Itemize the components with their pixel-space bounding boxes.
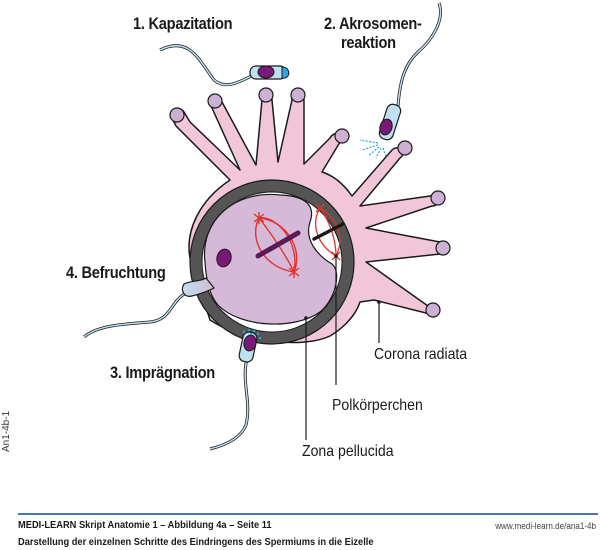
step-1-label: 1. Kapazitation [133, 14, 233, 33]
sperm-capacitation [159, 44, 290, 87]
zona-pellucida-label: Zona pellucida [302, 443, 394, 460]
corona-tip [425, 302, 441, 318]
corona-tip [169, 107, 185, 123]
corona-tip [334, 128, 350, 144]
chromosomes [255, 230, 301, 259]
corona-tip [435, 240, 451, 256]
corona-tip [258, 87, 274, 103]
oocyte [203, 193, 338, 325]
step-3-label: 3. Imprägnation [110, 363, 215, 382]
figure-caption: Darstellung der einzelnen Schritte des E… [18, 537, 374, 548]
footer-url[interactable]: www.medi-learn.de/ana1-4b [495, 521, 596, 531]
corona-tip [397, 140, 413, 156]
figure-code: An1-4b-1 [1, 410, 12, 452]
corona-tip [290, 87, 306, 103]
pronucleus [216, 248, 232, 268]
step-2-label-line2: reaktion [341, 33, 396, 52]
sperm-acrosome-reaction [359, 2, 442, 159]
footer-divider [18, 513, 598, 515]
corona-tip [430, 190, 446, 206]
polar-body-chromosomes [312, 222, 345, 241]
footer-title: MEDI-LEARN Skript Anatomie 1 – Abbildung… [18, 520, 272, 531]
step-4-label: 4. Befruchtung [66, 263, 166, 282]
corona-tip [207, 93, 223, 109]
corona-radiata-label: Corona radiata [374, 346, 468, 363]
sperm-fertilization [83, 277, 215, 339]
leader-lines [305, 256, 380, 440]
sperm-impregnation [209, 328, 262, 451]
step-2-label-line1: 2. Akrosomen- [324, 14, 422, 33]
polar-body-label: Polkörperchen [332, 397, 423, 414]
